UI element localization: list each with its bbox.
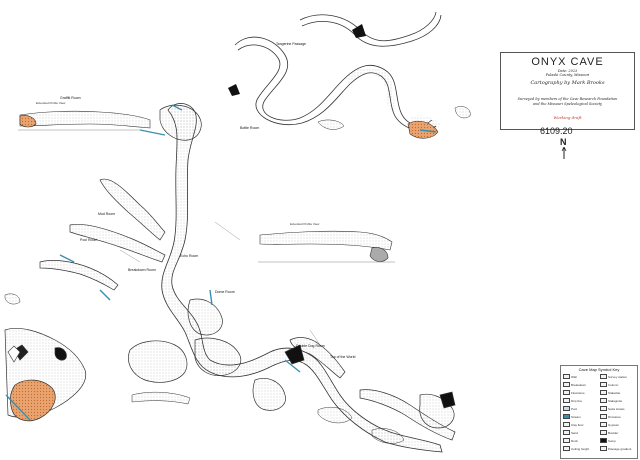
gradient-symbol-icon	[600, 446, 607, 451]
north-passage	[234, 11, 442, 131]
rock-symbol-icon	[563, 438, 570, 443]
central-rooms	[128, 298, 286, 411]
label-mud-room: Mud Room	[98, 212, 116, 216]
legend-item: Stalagmite	[600, 398, 636, 403]
clay-symbol-icon	[563, 422, 570, 427]
label-profile-right: Extended Profile View	[290, 222, 320, 226]
map-subtitle-county: Pulaski County, Missouri	[545, 73, 590, 77]
map-title: ONYX CAVE	[531, 56, 604, 68]
legend-item: Drip line	[563, 398, 599, 403]
cartography-credit: Cartography by Mark Brooks	[530, 80, 605, 86]
legend-item: Passage gradient	[600, 446, 636, 451]
southeast-section	[284, 337, 456, 441]
soda-straws-symbol-icon	[600, 406, 607, 411]
legend-item: Boulder	[600, 430, 636, 435]
draft-status: Working draft	[553, 115, 582, 120]
pool-symbol-icon	[563, 406, 570, 411]
legend-item: Soda straws	[600, 406, 636, 411]
stalactite-symbol-icon	[600, 390, 607, 395]
survey-station-symbol-icon	[600, 374, 607, 379]
wall-symbol-icon	[563, 374, 570, 379]
north-pit	[352, 24, 366, 38]
legend-item: Ceiling height	[563, 446, 599, 451]
sump-symbol-icon	[600, 438, 607, 443]
legend-item: Sand	[563, 430, 599, 435]
label-double-dog-room: Double Dog Room	[296, 344, 325, 348]
leader-lines	[119, 221, 321, 346]
north-arrow-icon	[561, 147, 567, 159]
north-pit-2	[228, 84, 240, 96]
label-pool-room: Pool Room	[80, 238, 98, 242]
north-label: N	[560, 137, 567, 147]
legend-item: Pool	[563, 406, 599, 411]
label-profile-left: Extended Profile View	[36, 101, 66, 105]
profile-right	[258, 230, 395, 263]
legend-item: Rock	[563, 438, 599, 443]
upper-junction	[159, 104, 202, 141]
scale-value: 6109.20	[540, 126, 573, 136]
legend-item: Breakdown	[563, 382, 599, 387]
legend-item: Wall	[563, 374, 599, 379]
legend-title: Cave Map Symbol Key	[578, 367, 620, 372]
boulder-symbol-icon	[600, 430, 607, 435]
label-tangerine-passage: Tangerine Passage	[276, 42, 306, 46]
legend-item: Stalactite	[600, 390, 636, 395]
legend-item: Clay floor	[563, 422, 599, 427]
legend-item: Stream	[563, 414, 599, 419]
west-branch	[39, 178, 166, 291]
legend-item: Rimstone	[600, 414, 636, 419]
label-graffiti-room: Graffiti Room	[60, 96, 81, 100]
misc-small-passages	[4, 106, 471, 444]
title-block: ONYX CAVE Date: 2023 Pulaski County, Mis…	[500, 52, 635, 130]
profile-left	[18, 110, 151, 131]
survey-credit-2: and the Missouri Speleological Society	[532, 102, 602, 106]
gypsum-symbol-icon	[600, 422, 607, 427]
legend-item: Sump	[600, 438, 636, 443]
column-symbol-icon	[600, 382, 607, 387]
ceiling-height-symbol-icon	[563, 446, 570, 451]
map-legend: Cave Map Symbol Key Wall Breakdown Flows…	[560, 365, 638, 459]
sand-symbol-icon	[563, 430, 570, 435]
legend-item: Column	[600, 382, 636, 387]
legend-item: Flowstone	[563, 390, 599, 395]
stream-symbol-icon	[563, 414, 570, 419]
label-top-of-the-world: Top of the World	[330, 355, 356, 359]
left-cross-symbol	[7, 345, 21, 363]
map-subtitle-date: Date: 2023	[557, 69, 578, 73]
label-dome-room: Dome Room	[215, 290, 235, 294]
water-features	[5, 104, 437, 421]
breakdown-symbol-icon	[563, 382, 570, 387]
southwest-section	[4, 327, 87, 422]
label-breakdown-room: Breakdown Room	[128, 268, 156, 272]
label-bottle-room: Bottle Room	[240, 126, 260, 130]
legend-item: Gypsum	[600, 422, 636, 427]
label-echo-room: Echo Room	[180, 254, 199, 258]
stalagmite-symbol-icon	[600, 398, 607, 403]
legend-item: Survey station	[600, 374, 636, 379]
rimstone-symbol-icon	[600, 414, 607, 419]
flowstone-symbol-icon	[563, 390, 570, 395]
survey-credit-1: Surveyed by members of the Cave Research…	[517, 97, 618, 101]
dripline-symbol-icon	[563, 398, 570, 403]
